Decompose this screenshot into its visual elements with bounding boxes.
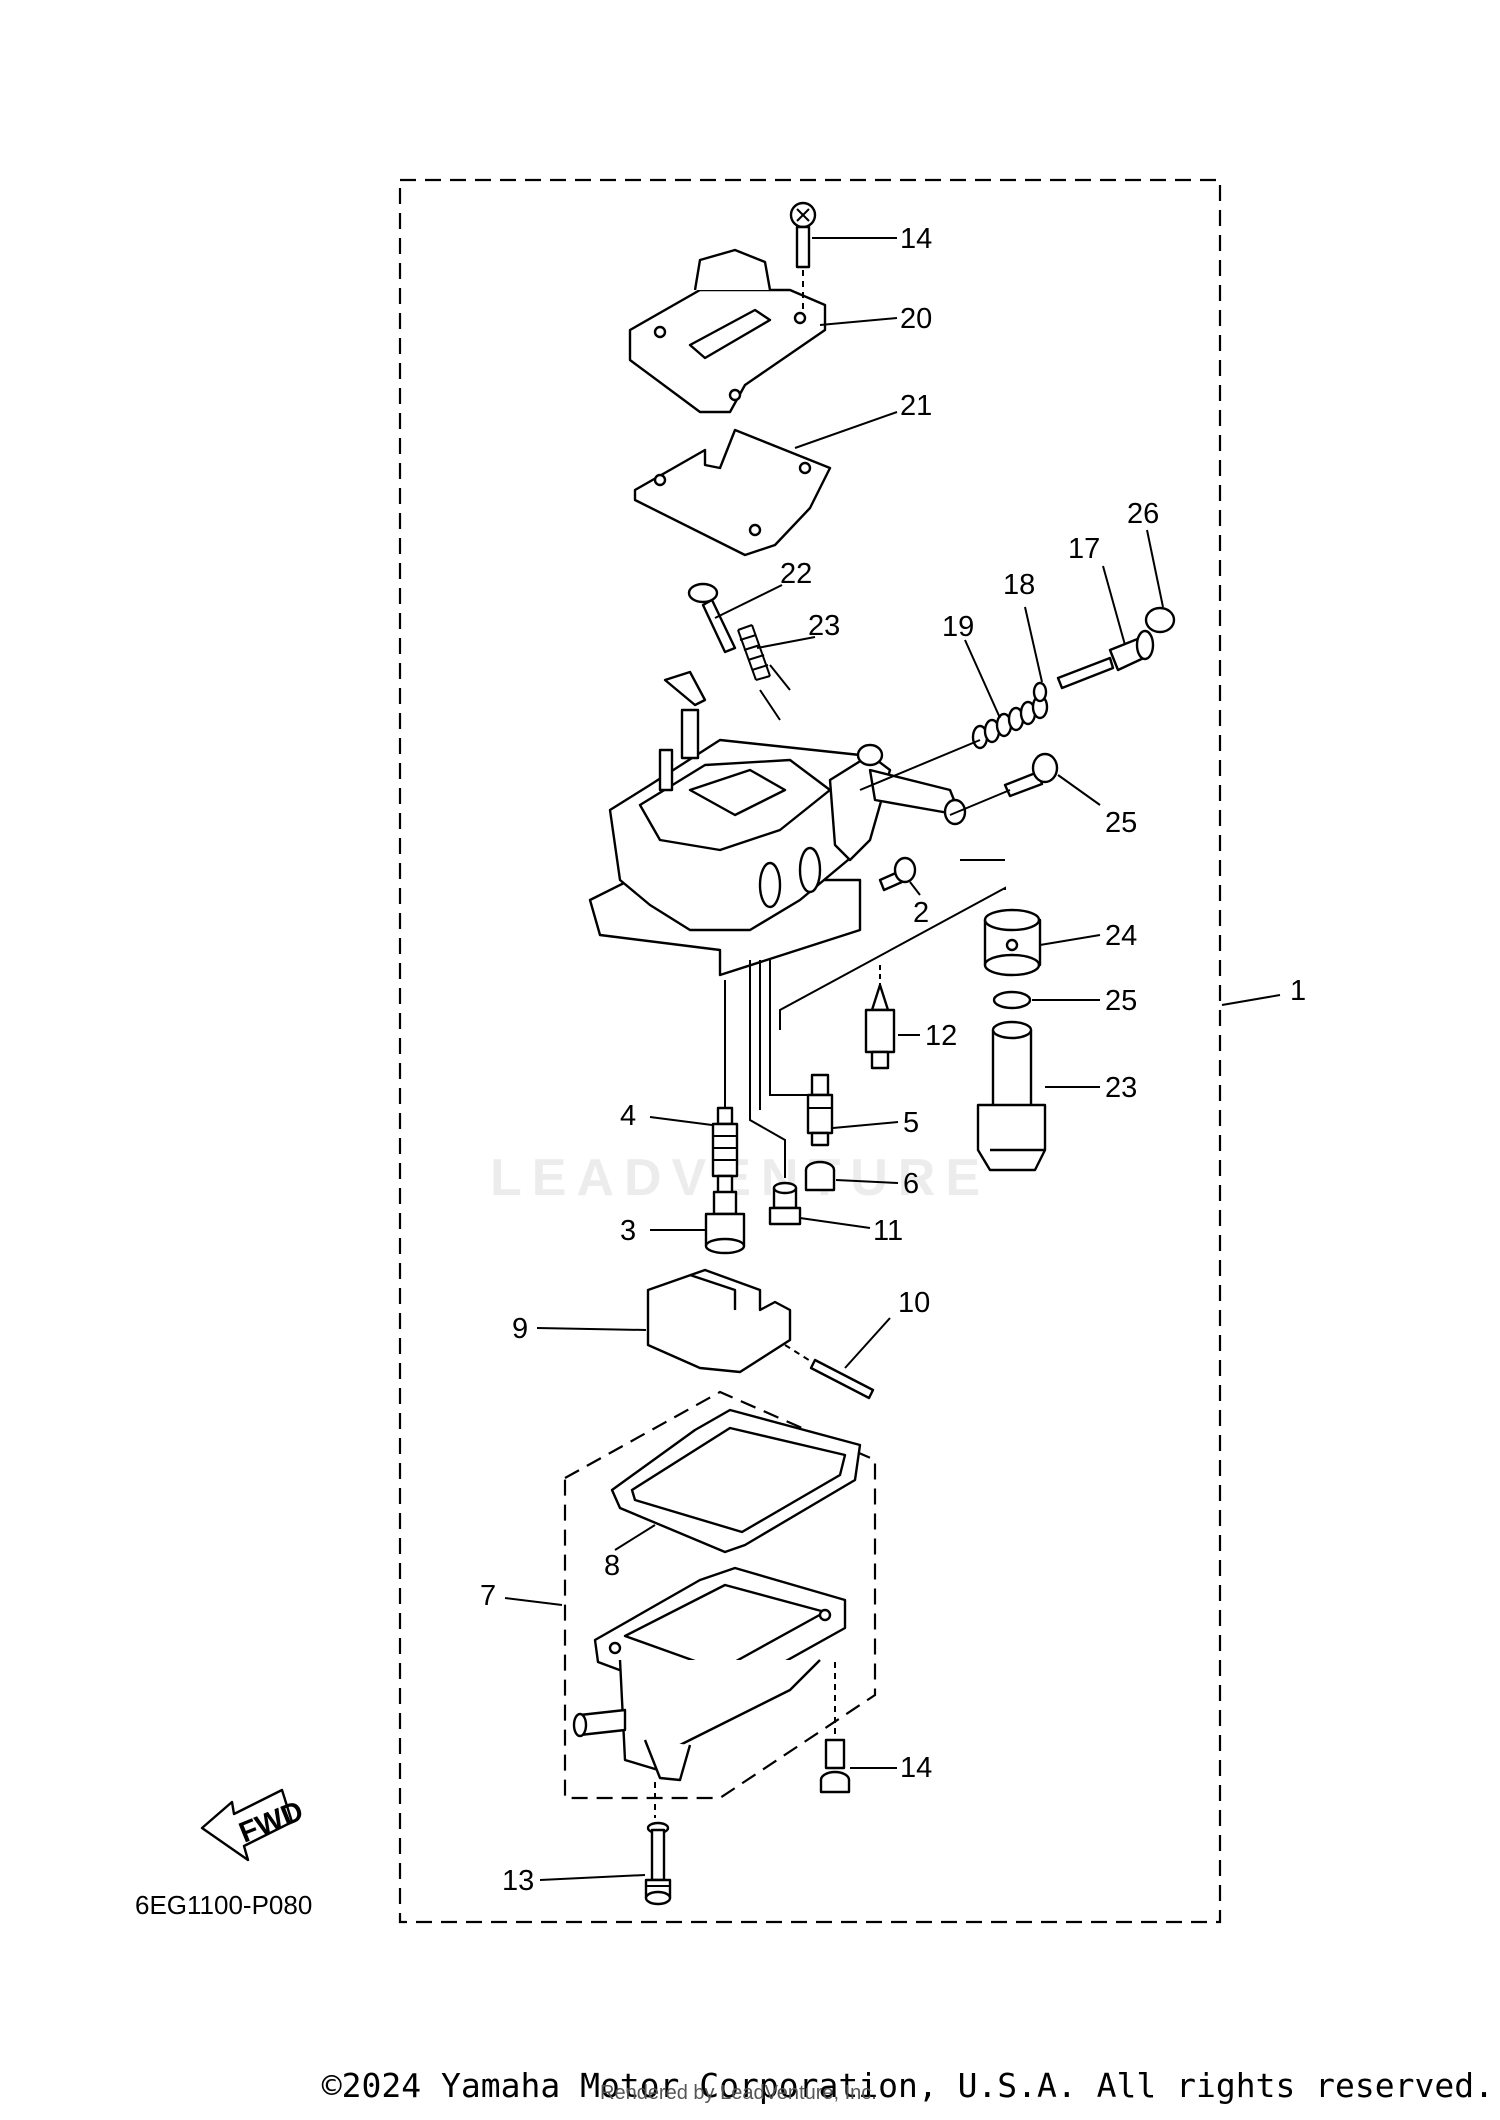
plug-part[interactable] bbox=[1144, 606, 1176, 634]
part-label-7[interactable]: 7 bbox=[480, 1580, 496, 1612]
float-chamber-gasket-part[interactable] bbox=[610, 1408, 862, 1554]
part-label-23[interactable]: 24 bbox=[1105, 920, 1137, 952]
pilot-jet-part[interactable] bbox=[806, 1073, 834, 1147]
part-label-10[interactable]: 10 bbox=[898, 1287, 930, 1319]
screw-top-part[interactable] bbox=[789, 201, 817, 312]
spring-large-part[interactable] bbox=[971, 694, 1049, 750]
part-label-8[interactable]: 8 bbox=[604, 1550, 620, 1582]
adjust-screw-part[interactable] bbox=[687, 582, 737, 654]
part-label-20[interactable]: 22 bbox=[780, 558, 812, 590]
float-chamber-part[interactable] bbox=[572, 1566, 847, 1782]
part-label-2[interactable]: 2 bbox=[913, 897, 929, 929]
float-part[interactable] bbox=[646, 1268, 792, 1374]
part-label-11[interactable]: 11 bbox=[873, 1215, 903, 1247]
oring-small-part[interactable] bbox=[1032, 681, 1048, 703]
float-pin-part[interactable] bbox=[784, 1344, 875, 1400]
assembly-boundary bbox=[398, 178, 1222, 1924]
part-label-12[interactable]: 12 bbox=[925, 1020, 957, 1052]
part-label-9[interactable]: 9 bbox=[512, 1313, 528, 1345]
fwd-arrow-icon: FWD bbox=[200, 1788, 308, 1862]
part-label-14-top[interactable]: 14 bbox=[900, 223, 932, 255]
needle-valve-part[interactable] bbox=[864, 983, 896, 1070]
part-label-4[interactable]: 4 bbox=[620, 1100, 636, 1132]
float-chamber-boundary bbox=[563, 1390, 877, 1800]
part-label-3[interactable]: 3 bbox=[620, 1215, 636, 1247]
screw-bottom-part[interactable] bbox=[819, 1662, 851, 1794]
part-label-17[interactable]: 19 bbox=[942, 611, 974, 643]
part-label-22[interactable]: 23 bbox=[1105, 1072, 1137, 1104]
plunger-nut-part[interactable] bbox=[983, 908, 1042, 977]
part-label-18[interactable]: 20 bbox=[900, 303, 932, 335]
screw-side-part[interactable] bbox=[878, 856, 917, 892]
callout-leader-lines bbox=[504, 237, 1281, 1881]
part-label-15[interactable]: 17 bbox=[1068, 533, 1100, 565]
pilot-screw-part[interactable] bbox=[1056, 629, 1155, 690]
part-label-19[interactable]: 21 bbox=[900, 390, 932, 422]
part-label-1[interactable]: 1 bbox=[1290, 975, 1306, 1007]
main-jet-part[interactable] bbox=[704, 1190, 746, 1255]
carburetor-body-part[interactable] bbox=[588, 664, 1011, 977]
part-number-labels: 14 20 21 22 23 19 18 17 26 25 2 24 25 1 … bbox=[480, 223, 1306, 1897]
pilot-plug-part[interactable] bbox=[804, 1160, 836, 1192]
spring-small-part[interactable] bbox=[737, 624, 771, 681]
part-label-14-bottom[interactable]: 14 bbox=[900, 1752, 932, 1784]
part-label-21[interactable]: 23 bbox=[808, 610, 840, 642]
cover-plate-part[interactable] bbox=[628, 248, 827, 414]
part-label-6[interactable]: 6 bbox=[903, 1168, 919, 1200]
drain-screw-part[interactable] bbox=[644, 1782, 672, 1906]
part-label-24[interactable]: 25 bbox=[1105, 985, 1137, 1017]
part-label-5[interactable]: 5 bbox=[903, 1107, 919, 1139]
rendered-by-text: Rendered by LeadVenture, Inc. bbox=[600, 2082, 877, 2104]
copyright-text: ©2024 Yamaha Motor Corporation, U.S.A. A… bbox=[321, 2066, 1494, 2105]
part-label-16[interactable]: 18 bbox=[1003, 569, 1035, 601]
oring-plunger-part[interactable] bbox=[992, 990, 1032, 1010]
diagram-code: 6EG1100-P080 bbox=[135, 1890, 312, 1920]
starter-plunger-part[interactable] bbox=[976, 1020, 1047, 1172]
part-label-25[interactable]: 25 bbox=[1105, 807, 1137, 839]
part-label-13[interactable]: 13 bbox=[502, 1865, 534, 1897]
gasket-part[interactable] bbox=[633, 428, 832, 557]
throttle-stop-screw-part[interactable] bbox=[1003, 752, 1059, 798]
small-plug-part[interactable] bbox=[768, 1181, 802, 1226]
part-label-26[interactable]: 26 bbox=[1127, 498, 1159, 530]
